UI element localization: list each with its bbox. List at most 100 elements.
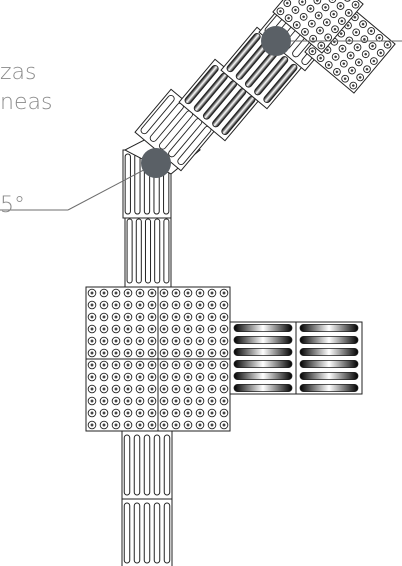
warning-dot-core xyxy=(186,351,190,355)
warning-dot-core xyxy=(102,339,106,343)
guide-bar xyxy=(233,371,293,380)
warning-dot-core xyxy=(162,363,166,367)
tile-border xyxy=(157,358,231,432)
warning-dot-core xyxy=(342,62,346,65)
warning-dot-core xyxy=(354,3,357,6)
warning-dot-core xyxy=(186,339,190,343)
warning-dot-core xyxy=(138,363,142,367)
warning-dot-core xyxy=(198,327,202,331)
warning-dot-core xyxy=(327,63,331,67)
callout-leader-line xyxy=(67,163,156,211)
warning-dot-core xyxy=(102,303,106,307)
warning-dot-core xyxy=(174,387,178,391)
warning-dot-core xyxy=(102,423,106,427)
warning-dot-core xyxy=(150,411,154,415)
warning-dot-core xyxy=(326,48,329,52)
warning-dot-core xyxy=(90,327,94,331)
warning-dot-core xyxy=(198,363,202,367)
tile-border xyxy=(157,286,231,360)
warning-dot-core xyxy=(198,351,202,355)
warning-dot-core xyxy=(150,291,154,295)
warning-dot-core xyxy=(138,315,142,319)
warning-dot-core xyxy=(102,351,106,355)
warning-dot-core xyxy=(102,291,106,295)
guide-bar xyxy=(163,218,170,284)
warning-dot-core xyxy=(102,363,106,367)
warning-dot-core xyxy=(90,315,94,319)
warning-dot-core xyxy=(174,399,178,403)
guide-bar xyxy=(134,153,141,215)
warning-dot-core xyxy=(138,423,142,427)
warning-tile xyxy=(157,286,231,360)
warning-dot-core xyxy=(332,12,335,16)
warning-dot-core xyxy=(174,303,178,307)
guide-tile-diagonal xyxy=(178,58,262,142)
warning-dot-core xyxy=(311,50,314,53)
warning-dot-core xyxy=(295,23,299,27)
warning-dot-core xyxy=(138,375,142,379)
tile-border xyxy=(229,321,297,395)
warning-dot-core xyxy=(186,363,190,367)
caption-line-2: neas xyxy=(0,90,53,115)
guide-bar xyxy=(153,434,161,496)
warning-dot-core xyxy=(138,339,142,343)
warning-dot-core xyxy=(317,14,320,17)
warning-dot-core xyxy=(343,77,347,80)
warning-dot-core xyxy=(354,31,358,34)
warning-dot-core xyxy=(174,351,178,355)
warning-dot-core xyxy=(126,291,130,295)
warning-dot-core xyxy=(174,339,178,343)
warning-dot-core xyxy=(90,339,94,343)
warning-dot-core xyxy=(114,339,118,343)
warning-dot-core xyxy=(126,327,130,331)
warning-dot-core xyxy=(114,411,118,415)
warning-dot-core xyxy=(174,423,178,427)
warning-dot-core xyxy=(222,315,226,319)
angle-marker-upper xyxy=(261,26,291,56)
warning-dot-core xyxy=(198,303,202,307)
guide-bar xyxy=(123,434,131,496)
warning-dot-core xyxy=(198,315,202,319)
warning-dot-core xyxy=(90,423,94,427)
warning-dot-core xyxy=(174,363,178,367)
warning-dot-core xyxy=(210,351,214,355)
warning-dot-core xyxy=(90,375,94,379)
warning-dot-core xyxy=(162,399,166,403)
warning-dot-core xyxy=(210,411,214,415)
warning-dot-core xyxy=(90,387,94,391)
warning-dot-core xyxy=(138,411,142,415)
guide-bar xyxy=(299,371,359,380)
warning-dot-core xyxy=(102,327,106,331)
guide-bar xyxy=(124,153,131,215)
warning-dot-core xyxy=(198,423,202,427)
guide-tile-vertical xyxy=(121,430,173,500)
guide-bar xyxy=(163,502,171,564)
angle-marker-lower xyxy=(141,148,171,178)
warning-dot-core xyxy=(186,327,190,331)
warning-dot-core xyxy=(335,70,339,74)
warning-dot-core xyxy=(126,423,130,427)
warning-tile xyxy=(272,0,364,54)
warning-dot-core xyxy=(324,6,327,9)
warning-dot-core xyxy=(90,411,94,415)
warning-dot-core xyxy=(186,411,190,415)
warning-dot-core xyxy=(162,303,166,307)
warning-dot-core xyxy=(186,399,190,403)
warning-dot-core xyxy=(340,19,344,23)
guide-tile-vertical xyxy=(121,498,173,566)
warning-dot-core xyxy=(286,1,289,5)
warning-dot-core xyxy=(186,375,190,379)
warning-dot-core xyxy=(150,387,154,391)
warning-dot-core xyxy=(349,54,352,57)
warning-dot-core xyxy=(287,16,290,20)
warning-dot-core xyxy=(114,351,118,355)
warning-dot-core xyxy=(198,339,202,343)
warning-dot-core xyxy=(320,44,323,47)
warning-dot-core xyxy=(365,67,369,71)
warning-dot-core xyxy=(90,351,94,355)
warning-dot-core xyxy=(162,339,166,343)
warning-dot-core xyxy=(162,351,166,355)
warning-dot-core xyxy=(102,375,106,379)
warning-dot-core xyxy=(279,10,282,13)
